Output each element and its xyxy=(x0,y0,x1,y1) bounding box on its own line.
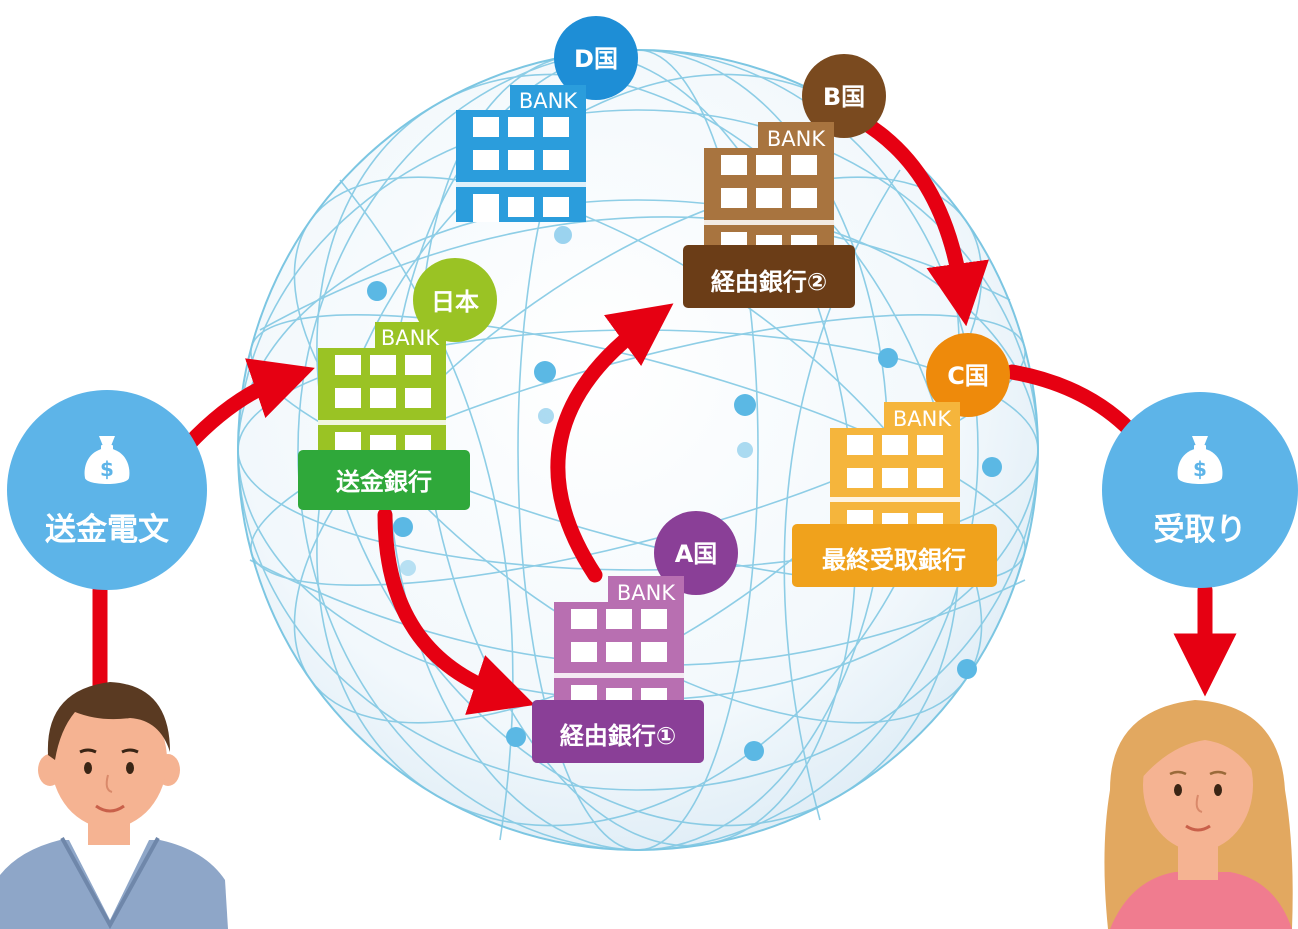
globe-node xyxy=(744,741,764,761)
flow-arrows xyxy=(92,112,1237,715)
country-label-japan: 日本 xyxy=(431,288,479,316)
arrow-a-to-b xyxy=(550,303,674,583)
bank-sign xyxy=(884,402,960,430)
country-b-bank: B国 BANK 経由銀行② xyxy=(683,54,886,308)
bank-sign-text: BANK xyxy=(381,326,440,350)
building-windows xyxy=(335,355,431,460)
country-label-c: C国 xyxy=(947,362,989,390)
country-label-b: B国 xyxy=(823,83,865,111)
globe-node xyxy=(957,659,977,679)
arrow-c-to-receiver xyxy=(1004,364,1138,438)
man-avatar xyxy=(0,682,228,929)
globe-node xyxy=(737,442,753,458)
country-badge-japan xyxy=(413,258,497,342)
globe-node xyxy=(534,361,556,383)
globe-node xyxy=(506,727,526,747)
arrow-b-to-c xyxy=(852,112,989,327)
woman-avatar xyxy=(1104,700,1293,929)
globe-node xyxy=(878,348,898,368)
sender-node: 送金電文 xyxy=(7,390,207,590)
receiver-node: 受取り xyxy=(1102,392,1298,588)
bank-sign xyxy=(375,322,446,350)
bank-sign-text: BANK xyxy=(767,127,826,151)
sender-label: 送金電文 xyxy=(45,512,169,548)
country-label-d: D国 xyxy=(574,45,618,73)
bank-sign xyxy=(758,122,834,150)
bank-sign-text: BANK xyxy=(519,89,578,113)
globe-nodes xyxy=(367,226,1002,761)
country-badge-b xyxy=(802,54,886,138)
bank-label-a: 経由銀行① xyxy=(560,722,676,750)
bank-label-box xyxy=(792,524,997,587)
globe-node xyxy=(367,281,387,301)
bank-label-c: 最終受取銀行 xyxy=(822,546,966,574)
japan-bank: 日本 BANK 送金銀行 xyxy=(298,258,497,510)
country-label-a: A国 xyxy=(675,540,718,568)
bank-label-box xyxy=(683,245,855,308)
globe-node xyxy=(734,394,756,416)
bank-label-box xyxy=(298,450,470,510)
bank-sign-text: BANK xyxy=(617,581,676,605)
bank-label-b: 経由銀行② xyxy=(711,268,827,296)
bank-sign-text: BANK xyxy=(893,407,952,431)
country-a-bank: A国 BANK 経由銀行① xyxy=(532,511,738,763)
country-badge-c xyxy=(926,333,1010,417)
country-badge-d xyxy=(554,16,638,100)
arrow-sender-to-japan xyxy=(180,358,315,453)
arrow-japan-to-a xyxy=(377,507,535,715)
receiver-label: 受取り xyxy=(1154,512,1247,548)
bank-label-box xyxy=(532,700,704,763)
globe-node xyxy=(554,226,572,244)
globe-node xyxy=(400,560,416,576)
country-c-bank: C国 BANK 最終受取銀行 xyxy=(792,333,1010,587)
bank-sign xyxy=(608,576,684,604)
globe-node xyxy=(538,408,554,424)
globe-node xyxy=(982,457,1002,477)
country-badge-a xyxy=(654,511,738,595)
bank-label-japan: 送金銀行 xyxy=(336,468,432,496)
bank-sign xyxy=(510,85,586,113)
globe-node xyxy=(393,517,413,537)
country-d-bank: D国 BANK xyxy=(456,16,638,222)
